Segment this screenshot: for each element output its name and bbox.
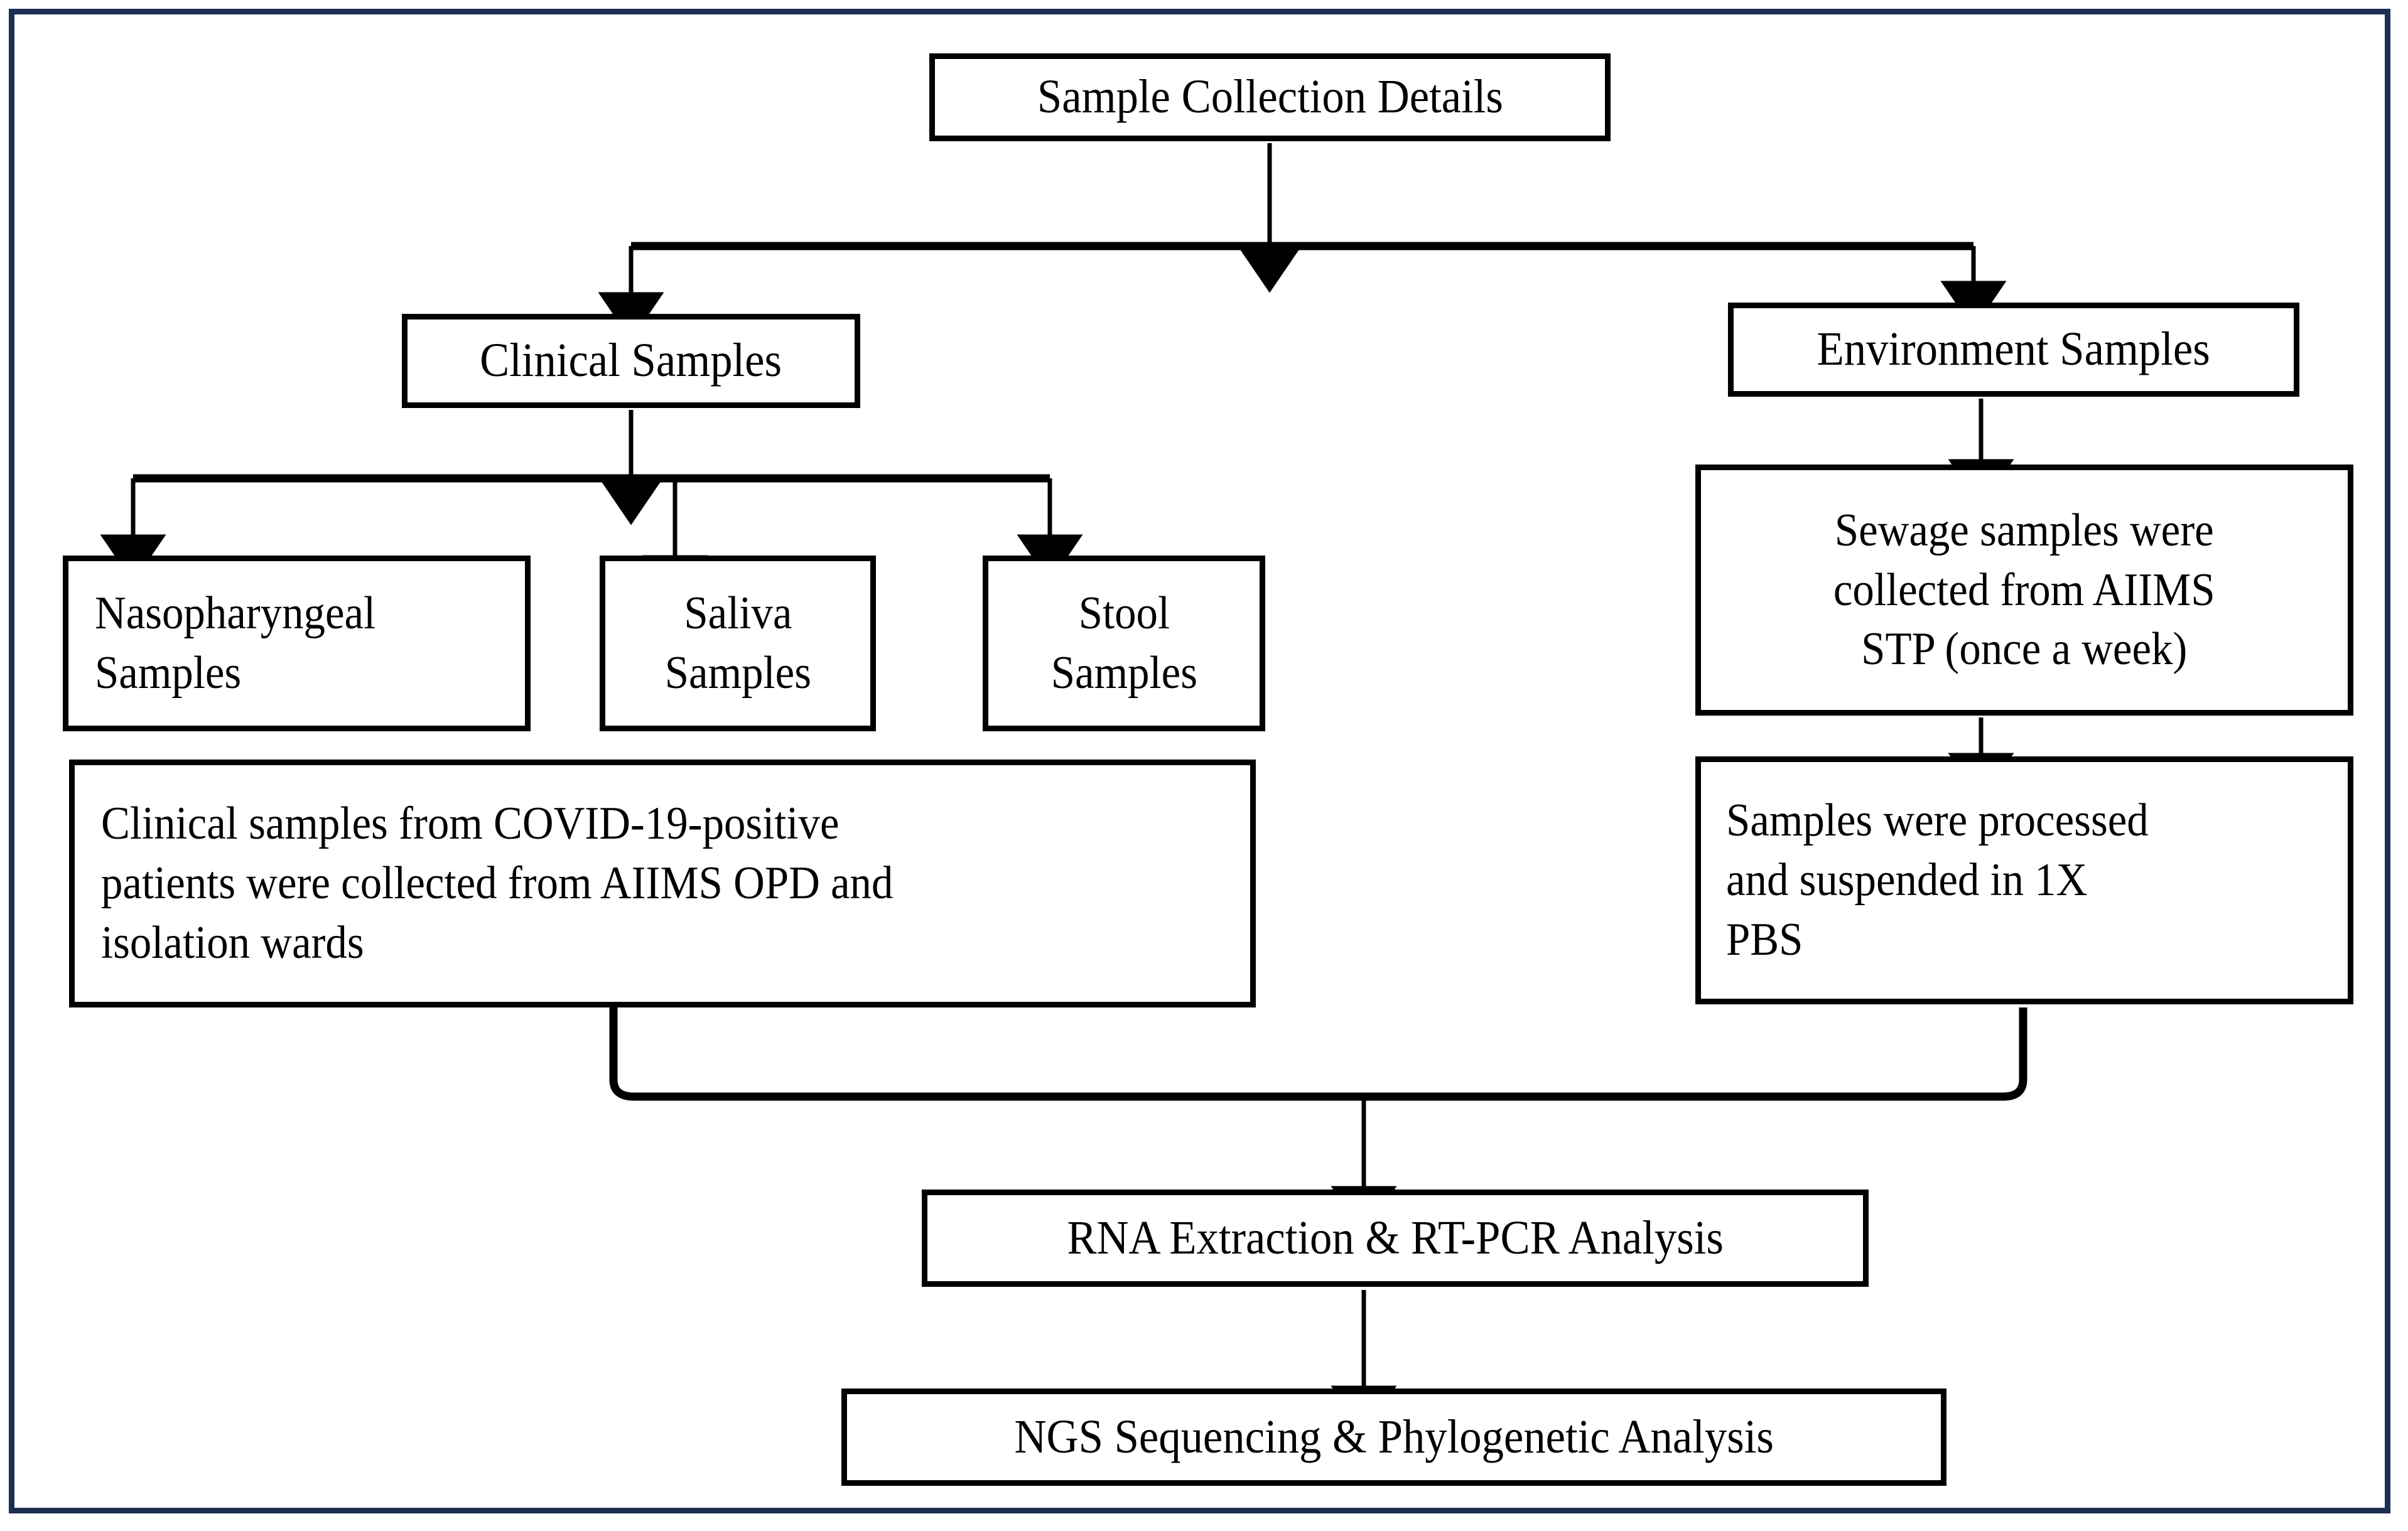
node-sewage-collection[interactable]: Sewage samples were collected from AIIMS… [1695,465,2353,716]
node-saliva-samples-label: Saliva Samples [664,588,811,699]
node-rna-extraction-label: RNA Extraction & RT-PCR Analysis [1067,1211,1724,1264]
node-sewage-collection-label: Sewage samples were collected from AIIMS… [1833,504,2215,675]
node-saliva-samples[interactable]: Saliva Samples [600,556,876,731]
node-sample-processing[interactable]: Samples were processed and suspended in … [1695,756,2353,1004]
node-stool-samples[interactable]: Stool Samples [983,556,1265,731]
edge-merge-to-rna [609,1007,2027,1235]
node-environment-samples-label: Environment Samples [1817,323,2211,376]
node-ngs-sequencing-label: NGS Sequencing & Phylogenetic Analysis [1014,1410,1774,1463]
node-clinical-description-label: Clinical samples from COVID-19-positive … [101,798,894,969]
node-ngs-sequencing[interactable]: NGS Sequencing & Phylogenetic Analysis [841,1389,1946,1486]
node-environment-samples[interactable]: Environment Samples [1728,303,2299,397]
node-sample-processing-label: Samples were processed and suspended in … [1726,795,2149,965]
node-rna-extraction[interactable]: RNA Extraction & RT-PCR Analysis [922,1190,1869,1287]
node-sample-collection-label: Sample Collection Details [1037,70,1503,124]
edge-collection-to-split [598,143,2007,341]
node-nasopharyngeal-samples[interactable]: Nasopharyngeal Samples [63,556,531,731]
edge-clinical-to-subtypes [100,410,1083,604]
node-clinical-description[interactable]: Clinical samples from COVID-19-positive … [69,760,1256,1007]
node-stool-samples-label: Stool Samples [1050,588,1197,699]
node-nasopharyngeal-samples-label: Nasopharyngeal Samples [95,588,376,699]
node-clinical-samples-label: Clinical Samples [480,334,782,387]
node-sample-collection[interactable]: Sample Collection Details [929,53,1611,141]
node-clinical-samples[interactable]: Clinical Samples [402,314,860,408]
